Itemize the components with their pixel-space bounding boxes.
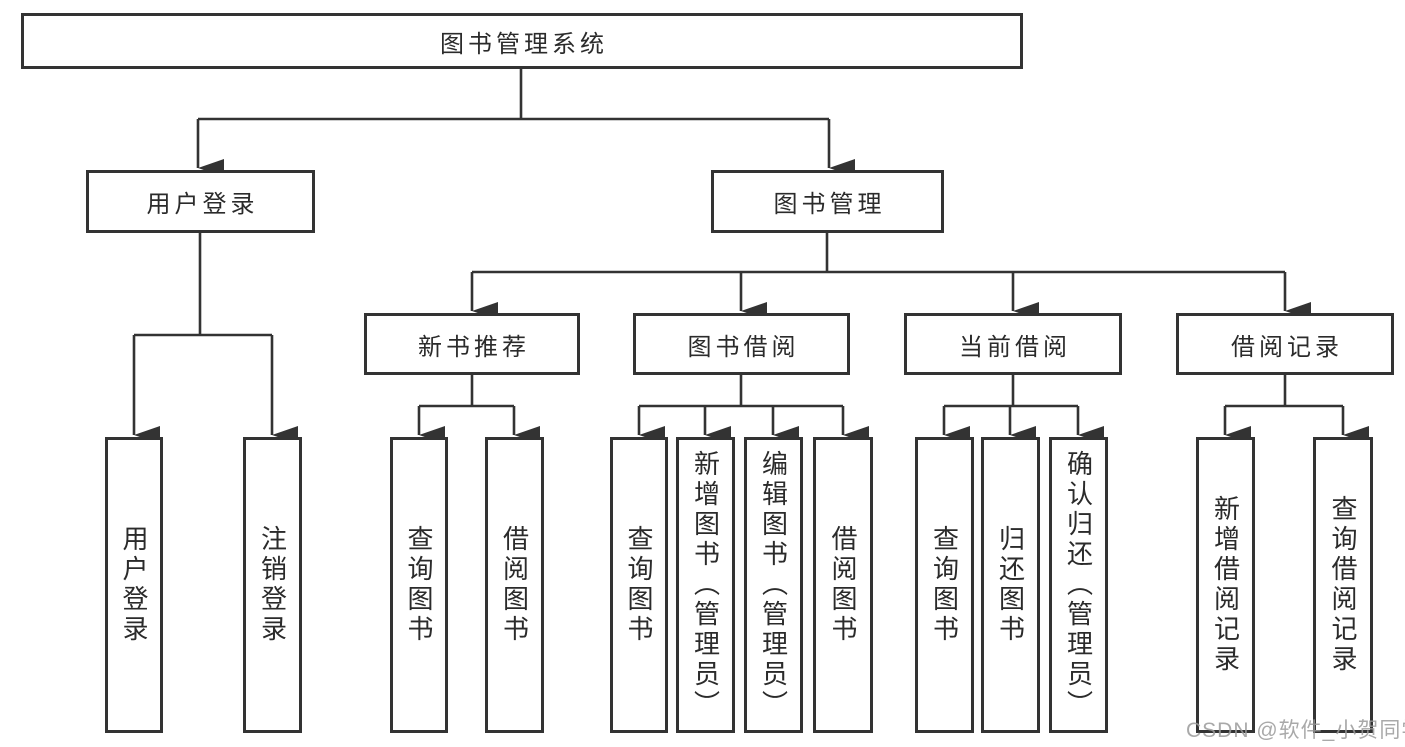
leaf-add-books-admin: 新增图书（管理员） — [676, 437, 735, 733]
leaf-borrow-books-2: 借阅图书 — [813, 437, 873, 733]
node-label: 用户登录 — [146, 191, 259, 218]
node-label: 编辑图书（管理员） — [758, 450, 789, 720]
node-label: 借阅图书 — [499, 525, 530, 645]
node-user-login: 用户登录 — [86, 170, 315, 233]
node-label: 图书管理 — [773, 191, 886, 218]
node-label: 借阅图书 — [828, 525, 858, 645]
node-label: 确认归还（管理员） — [1063, 450, 1094, 720]
node-label: 注销登录 — [257, 525, 288, 645]
node-label: 归还图书 — [995, 525, 1026, 645]
leaf-confirm-return-admin: 确认归还（管理员） — [1049, 437, 1108, 733]
leaf-edit-books-admin: 编辑图书（管理员） — [744, 437, 803, 733]
node-book-borrowing: 图书借阅 — [633, 313, 850, 375]
leaf-query-books-3: 查询图书 — [915, 437, 974, 733]
node-label: 当前借阅 — [959, 333, 1071, 361]
leaf-user-login: 用户登录 — [105, 437, 163, 733]
leaf-query-books-1: 查询图书 — [390, 437, 448, 733]
leaf-borrow-books-1: 借阅图书 — [485, 437, 544, 733]
leaf-add-borrowing-record: 新增借阅记录 — [1196, 437, 1255, 733]
node-label: 查询图书 — [929, 525, 960, 645]
node-library-management-system: 图书管理系统 — [21, 13, 1023, 69]
node-label: 借阅记录 — [1231, 333, 1343, 361]
leaf-return-books: 归还图书 — [981, 437, 1040, 733]
leaf-logout: 注销登录 — [243, 437, 302, 733]
leaf-query-books-2: 查询图书 — [610, 437, 668, 733]
node-label: 查询借阅记录 — [1328, 495, 1358, 675]
node-label: 图书借阅 — [687, 333, 800, 361]
node-label: 用户登录 — [119, 525, 149, 645]
csdn-watermark: CSDN @软件_小贺同学 — [1186, 719, 1405, 742]
node-label: 图书管理系统 — [440, 30, 608, 58]
node-label: 新增图书（管理员） — [690, 450, 721, 720]
node-label: 新增借阅记录 — [1210, 495, 1241, 675]
node-label: 查询图书 — [624, 525, 654, 645]
node-book-management: 图书管理 — [711, 170, 944, 233]
node-label: 新书推荐 — [418, 333, 530, 361]
node-borrowing-records: 借阅记录 — [1176, 313, 1394, 375]
node-current-borrowing: 当前借阅 — [904, 313, 1122, 375]
node-label: 查询图书 — [404, 525, 434, 645]
leaf-query-borrowing-record: 查询借阅记录 — [1313, 437, 1373, 733]
node-new-book-recommendation: 新书推荐 — [364, 313, 580, 375]
